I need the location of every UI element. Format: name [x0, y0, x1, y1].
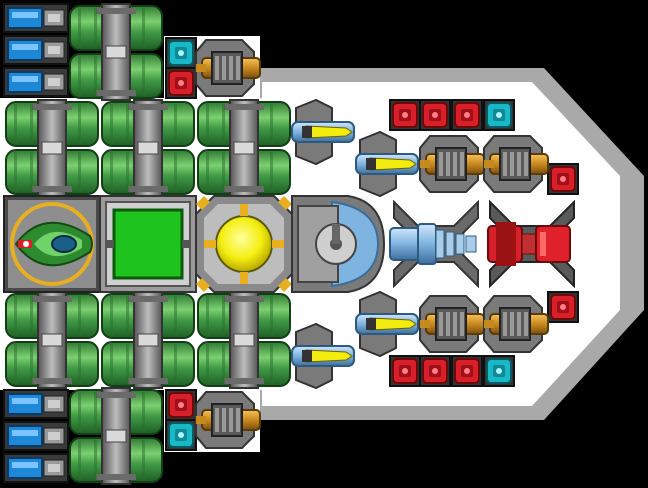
fuel-tank-array	[5, 3, 291, 485]
blue-turret-icon[interactable]	[291, 322, 355, 390]
red-railgun[interactable]	[487, 199, 575, 289]
ammo-red-icon[interactable]	[451, 355, 483, 387]
fuel-tank-icon[interactable]	[197, 291, 291, 389]
ammo-red-icon[interactable]	[165, 67, 197, 99]
shield-teal-icon[interactable]	[483, 355, 515, 387]
gold-turret-icon[interactable]	[483, 295, 549, 353]
battery-icon[interactable]	[3, 389, 69, 419]
ammo-red-icon[interactable]	[451, 99, 483, 131]
blue-turret-icon[interactable]	[355, 130, 419, 198]
ammo-red-icon[interactable]	[547, 291, 579, 323]
ammo-red-icon[interactable]	[419, 355, 451, 387]
fuel-tank-icon[interactable]	[5, 291, 99, 389]
ammo-red-icon[interactable]	[389, 355, 421, 387]
blue-railgun[interactable]	[389, 199, 479, 289]
ammo-red-icon[interactable]	[165, 389, 197, 421]
fuel-tank-icon[interactable]	[101, 99, 195, 197]
ammo-red-icon[interactable]	[419, 99, 451, 131]
gold-turret-icon[interactable]	[195, 391, 261, 449]
gold-turret-icon[interactable]	[419, 295, 485, 353]
battery-icon[interactable]	[3, 35, 69, 65]
gold-turret-icon[interactable]	[419, 135, 485, 193]
shield-teal-icon[interactable]	[165, 37, 197, 69]
fuel-tank-icon[interactable]	[5, 99, 99, 197]
ammo-red-icon[interactable]	[547, 163, 579, 195]
gold-turret-icon[interactable]	[483, 135, 549, 193]
blue-turret-icon[interactable]	[291, 98, 355, 166]
yellow-power-core[interactable]	[195, 195, 293, 293]
fuel-tank-icon[interactable]	[101, 291, 195, 389]
fuel-tank-icon[interactable]	[69, 387, 163, 485]
battery-icon[interactable]	[3, 453, 69, 483]
turret-array	[195, 39, 549, 449]
blue-turret-icon[interactable]	[355, 290, 419, 358]
command-core[interactable]	[3, 195, 101, 293]
battery-icon[interactable]	[3, 3, 69, 33]
battery-icon[interactable]	[3, 67, 69, 97]
fuel-tank-icon[interactable]	[69, 3, 163, 101]
ammo-red-icon[interactable]	[389, 99, 421, 131]
battery-bank	[3, 3, 69, 483]
shield-teal-icon[interactable]	[483, 99, 515, 131]
gray-cannon-core[interactable]	[291, 195, 386, 293]
green-reactor[interactable]	[99, 195, 197, 293]
shield-teal-icon[interactable]	[165, 419, 197, 451]
battery-icon[interactable]	[3, 421, 69, 451]
fuel-tank-icon[interactable]	[197, 99, 291, 197]
gold-turret-icon[interactable]	[195, 39, 261, 97]
